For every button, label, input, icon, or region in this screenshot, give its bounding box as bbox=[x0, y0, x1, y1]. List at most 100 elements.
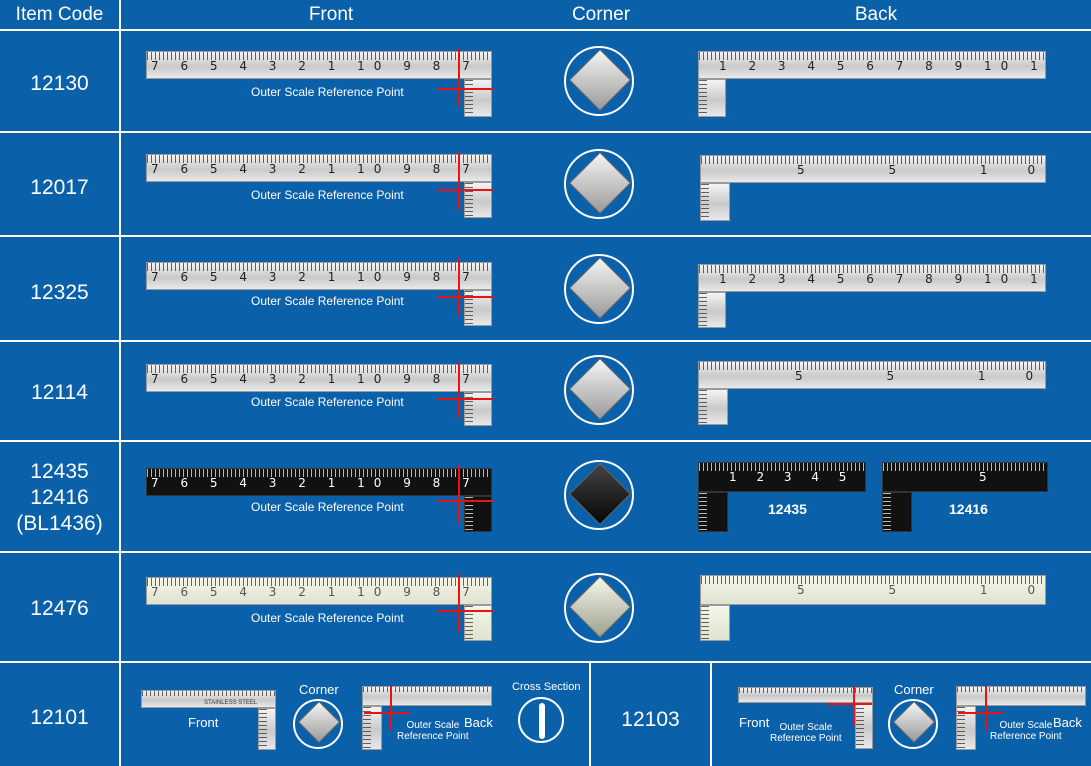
column-divider bbox=[589, 661, 591, 766]
corner-image bbox=[564, 149, 634, 219]
reference-line-vertical bbox=[458, 48, 460, 106]
ruler-ticks bbox=[699, 293, 707, 327]
reference-line-horizontal bbox=[438, 398, 494, 400]
reference-line-vertical bbox=[390, 686, 392, 730]
reference-line-horizontal bbox=[438, 500, 494, 502]
front-ruler-leg bbox=[464, 392, 492, 426]
header-item-code: Item Code bbox=[0, 0, 119, 29]
corner-image bbox=[564, 460, 634, 530]
reference-line-vertical bbox=[458, 258, 460, 316]
corner-image bbox=[564, 254, 634, 324]
stamp-text: STAINLESS STEEL bbox=[204, 700, 258, 706]
ref-line-2: Reference Point bbox=[770, 733, 842, 744]
item-code: 12435 bbox=[30, 460, 89, 483]
reference-line-vertical bbox=[458, 574, 460, 632]
item-code: 12114 bbox=[31, 381, 88, 404]
reference-caption: Outer Scale Reference Point bbox=[251, 188, 404, 202]
ruler-ticks bbox=[699, 362, 1045, 370]
front-ruler: 7 6 5 4 3 2 1 10 9 8 7 6 5 4 3 2 1 bbox=[146, 154, 492, 182]
reference-caption: Outer Scale Reference Point bbox=[251, 395, 404, 409]
corner-image bbox=[293, 699, 343, 749]
ruler-ticks bbox=[142, 691, 275, 696]
ruler-numbers: 7 6 5 4 3 2 1 10 9 8 7 6 5 4 3 2 1 bbox=[151, 476, 491, 490]
reference-line-vertical bbox=[458, 465, 460, 523]
cross-section-image bbox=[518, 697, 564, 743]
item-code: 12325 bbox=[30, 281, 89, 304]
table-header: Item Code Front Corner Back bbox=[0, 0, 1091, 29]
corner-plate bbox=[568, 357, 632, 421]
front-ruler: 7 6 5 4 3 2 1 10 9 8 7 6 5 4 3 2 1 bbox=[146, 577, 492, 605]
reference-line-vertical bbox=[458, 152, 460, 210]
reference-line-horizontal bbox=[364, 712, 410, 714]
ruler-ticks bbox=[465, 393, 473, 425]
reference-line-vertical bbox=[985, 686, 987, 730]
reference-caption: Outer Scale Reference Point bbox=[251, 85, 404, 99]
ref-line-1: Outer Scale bbox=[779, 722, 833, 733]
ruler-numbers: 1 2 3 4 5 6 7 8 bbox=[729, 470, 865, 484]
corner-plate bbox=[568, 462, 632, 526]
corner-plate bbox=[568, 48, 632, 112]
back-ruler: 1 2 3 4 5 6 7 8 9 10 1 2 3 4 5 6 7 bbox=[698, 264, 1046, 292]
back-ruler-leg bbox=[956, 706, 976, 750]
cross-section-bar bbox=[539, 703, 545, 739]
ruler-ticks bbox=[701, 184, 709, 220]
back-ruler-12435: 1 2 3 4 5 6 7 8 bbox=[698, 462, 866, 492]
header-front: Front bbox=[308, 4, 354, 25]
corner-plate bbox=[568, 151, 632, 215]
ruler-ticks bbox=[699, 80, 707, 116]
item-code: 12130 bbox=[30, 72, 89, 95]
ref-line-2: Reference Point bbox=[397, 731, 469, 742]
ruler-ticks bbox=[147, 469, 491, 477]
back-ruler: 5 5 10 15 10 bbox=[700, 155, 1046, 183]
ruler-ticks bbox=[739, 688, 872, 693]
header-corner: Corner bbox=[571, 4, 631, 25]
item-code: 12416 bbox=[30, 486, 89, 509]
front-ruler: 7 6 5 4 3 2 1 10 9 8 7 6 5 4 3 2 1 bbox=[146, 262, 492, 290]
row-divider bbox=[0, 551, 1091, 553]
ruler-numbers: 5 5 10 15 10 bbox=[797, 163, 1045, 177]
item-code: 12017 bbox=[30, 176, 89, 199]
front-ruler: 7 6 5 4 3 2 1 10 9 8 7 6 5 4 3 2 1 bbox=[146, 468, 492, 496]
item-code-alias: (BL1436) bbox=[16, 512, 103, 535]
front-label: Front bbox=[188, 715, 219, 730]
front-ruler-leg bbox=[258, 708, 276, 750]
ruler-numbers: 7 6 5 4 3 2 1 10 9 8 7 6 5 4 3 2 1 bbox=[151, 372, 491, 386]
front-ruler-small bbox=[738, 687, 873, 703]
column-divider bbox=[119, 0, 121, 766]
back-label: Back bbox=[464, 715, 493, 730]
back-ruler-leg bbox=[700, 183, 730, 221]
ruler-ticks bbox=[701, 606, 709, 640]
ruler-numbers: 1 2 3 4 5 6 7 8 9 10 1 2 3 4 5 6 7 bbox=[719, 272, 1046, 286]
row-divider bbox=[0, 340, 1091, 342]
column-divider bbox=[710, 661, 712, 766]
ruler-ticks bbox=[465, 183, 473, 217]
ruler-ticks bbox=[699, 463, 865, 471]
front-ruler: 7 6 5 4 3 2 1 10 9 8 7 6 5 4 3 2 1 bbox=[146, 51, 492, 79]
back-ruler-leg bbox=[882, 492, 912, 532]
reference-line-horizontal bbox=[438, 296, 494, 298]
row-divider bbox=[0, 29, 1091, 31]
reference-caption: Outer Scale Reference Point bbox=[251, 611, 404, 625]
corner-plate bbox=[568, 575, 632, 639]
front-ruler-small: STAINLESS STEEL bbox=[141, 690, 276, 708]
back-ruler-small bbox=[956, 686, 1086, 706]
item-code: 12101 bbox=[30, 706, 89, 729]
reference-line-horizontal bbox=[828, 703, 872, 705]
front-ruler-leg bbox=[464, 182, 492, 218]
back-ruler-leg bbox=[698, 79, 726, 117]
front-ruler: 7 6 5 4 3 2 1 10 9 8 7 6 5 4 3 2 1 bbox=[146, 364, 492, 392]
ruler-ticks bbox=[883, 463, 1047, 471]
front-label: Front bbox=[739, 715, 770, 730]
row-divider bbox=[0, 661, 1091, 663]
ruler-ticks bbox=[701, 156, 1045, 164]
back-ruler: 5 5 10 15 10 bbox=[698, 361, 1046, 389]
item-code: 12476 bbox=[30, 597, 89, 620]
reference-line-horizontal bbox=[958, 712, 1004, 714]
cross-section-label: Cross Section bbox=[512, 681, 581, 693]
corner-label: Corner bbox=[894, 682, 934, 697]
corner-image bbox=[888, 699, 938, 749]
